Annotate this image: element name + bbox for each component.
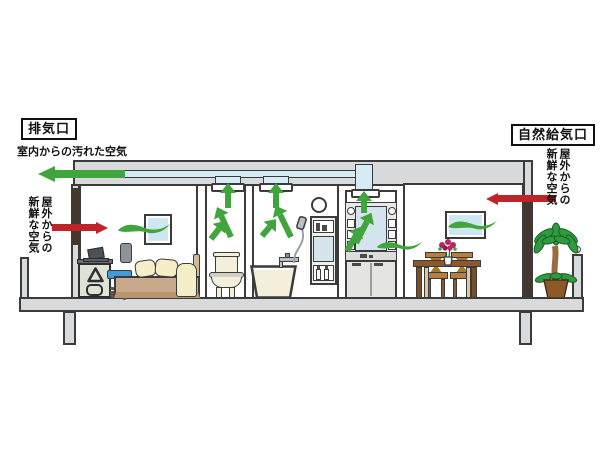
arrow-shaft — [498, 195, 556, 202]
arrow-head — [96, 221, 108, 234]
vanity-handle — [374, 263, 383, 266]
arrow-shaft — [55, 169, 125, 178]
bath-fan-circle — [311, 197, 327, 213]
shampoo-bottle — [322, 225, 327, 231]
arrow-shaft — [52, 224, 96, 231]
arrow-head — [38, 165, 55, 182]
dining-table-leg — [424, 267, 429, 298]
pillar-right — [519, 311, 532, 345]
dirty-indoor-air-label: 室内からの汚れた空気 — [17, 146, 127, 158]
desk-triangle-mark — [87, 267, 104, 283]
vanity-side-box — [388, 230, 396, 239]
fresh-air-arrow-left — [52, 221, 108, 234]
vanity-faucet — [360, 254, 367, 258]
dining-chair-leg — [441, 279, 445, 298]
vanity-side-box — [388, 219, 396, 228]
left-wall-intake-vent — [72, 188, 79, 245]
dining-table-leg — [471, 267, 477, 298]
exhaust-air-arrow — [38, 165, 125, 182]
natural-supply-inlet-label: 自然給気口 — [511, 124, 596, 146]
room-dining — [403, 183, 524, 299]
dining-chair-leg — [453, 279, 457, 298]
fresh-air-arrow-right — [486, 192, 556, 205]
dining-table-leg — [416, 267, 422, 298]
toilet-leg — [216, 287, 222, 298]
balcony-parapet-left — [20, 257, 29, 299]
vanity-light-left — [347, 207, 355, 215]
fresh-air-label-line: 屋外からの — [558, 148, 570, 206]
bath-mirror — [313, 236, 334, 262]
potted-palm-plant — [533, 222, 579, 299]
bottle-cap — [317, 266, 320, 269]
bottle — [324, 269, 329, 280]
vanity-faucet — [369, 255, 373, 258]
fresh-outdoor-air-label-right: 屋外からの 新鮮な空気 — [544, 148, 570, 220]
arrow-head — [486, 192, 498, 205]
shower-head-and-hose — [292, 215, 307, 264]
fresh-air-label-line: 新鮮な空気 — [27, 196, 39, 254]
airflow-arrow-vent-washroom — [356, 191, 372, 213]
fresh-air-label-line: 新鮮な空気 — [545, 148, 557, 206]
desk-door-handle — [86, 284, 103, 296]
bathtub — [250, 265, 297, 299]
vanity-light-right — [388, 207, 396, 215]
dining-chair-back — [451, 252, 473, 258]
floor-slab — [19, 297, 584, 312]
duct-drop-washroom — [355, 164, 373, 191]
toilet-leg — [229, 287, 235, 298]
laptop-base — [83, 258, 109, 262]
fresh-air-label-line: 屋外からの — [40, 196, 52, 254]
vanity-handle — [352, 263, 361, 266]
flower-vase — [438, 239, 457, 266]
shampoo-bottle — [316, 223, 320, 231]
pillar-left — [63, 311, 76, 345]
bottle — [316, 269, 321, 280]
airflow-arrow-vent-bathroom — [268, 183, 284, 208]
bed-pillow — [133, 258, 158, 279]
office-chair-back — [120, 243, 132, 263]
chair-wheel — [110, 293, 115, 298]
vanity-side-box — [347, 219, 355, 228]
dining-table-leg — [466, 267, 471, 298]
bottle-cap — [325, 266, 328, 269]
bed-cushion — [176, 263, 197, 297]
fresh-outdoor-air-label-left: 屋外からの 新鮮な空気 — [26, 196, 52, 268]
vanity-cabinet-divider — [370, 263, 372, 296]
bath-faucet-spout — [279, 261, 283, 268]
bath-faucet-handle — [285, 253, 290, 258]
right-wall-intake-vent — [524, 202, 532, 299]
exhaust-outlet-label: 排気口 — [21, 118, 78, 140]
breeze-swoosh-dining-window — [448, 220, 497, 230]
breeze-swoosh-washroom — [376, 241, 423, 250]
airflow-arrow-vent-toilet — [220, 183, 236, 208]
breeze-swoosh-bedroom — [117, 223, 171, 234]
